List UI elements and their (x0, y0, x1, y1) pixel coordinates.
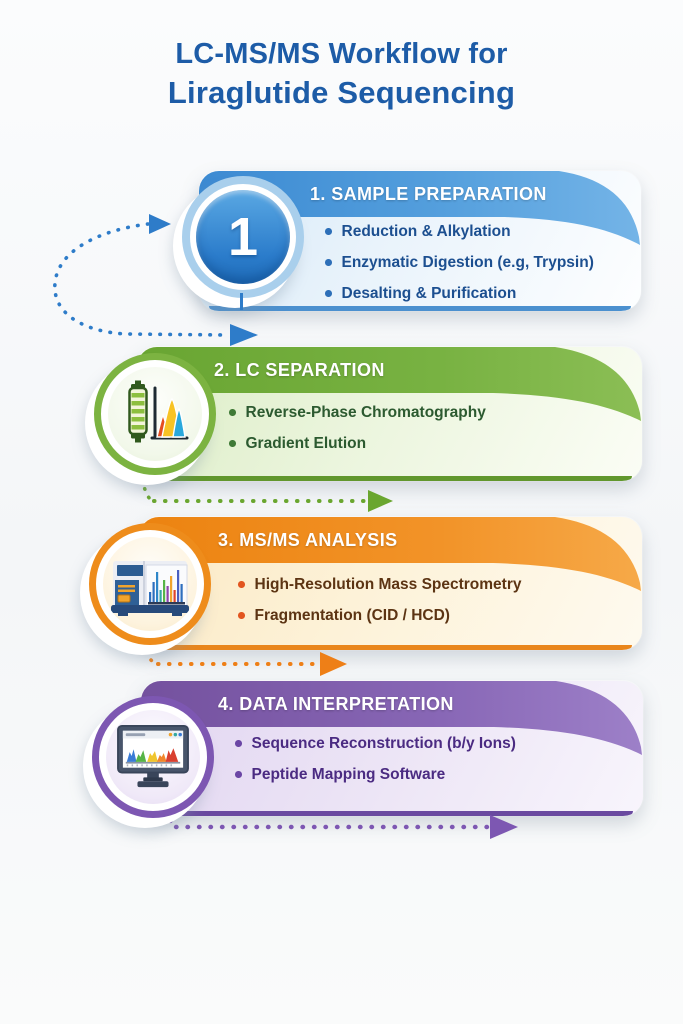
bullet-dot (235, 771, 242, 778)
bullet-dot (238, 581, 245, 588)
title-acronym: LC-MS/MS (175, 38, 321, 70)
step-icon-badge-monitor (92, 696, 214, 818)
title-line-1-rest: Workflow for (328, 38, 508, 70)
arrowhead-icon (368, 490, 393, 512)
bullet-dot (238, 612, 245, 619)
card-bottom-accent (151, 811, 633, 816)
step-header-msms-analysis: 3. MS/MS ANALYSIS (218, 529, 398, 550)
bullet-item: Peptide Mapping Software (235, 759, 516, 790)
bullet-dot (235, 740, 242, 747)
bullet-dot (325, 290, 332, 297)
bullet-dot (325, 228, 332, 235)
card-bottom-accent (209, 306, 631, 311)
number-1-badge: 1 (196, 190, 290, 284)
step-bullets: Sequence Reconstruction (b/y Ions) Pepti… (235, 728, 516, 790)
mass-spectrometer-icon (111, 561, 189, 616)
card-bottom-accent (149, 645, 632, 650)
bullet-item: High-Resolution Mass Spectrometry (238, 569, 522, 600)
step-card-msms-analysis: 3. MS/MS ANALYSIS High-Resolution Mass S… (139, 517, 642, 650)
step-number-badge: 1 (182, 176, 304, 298)
step-bullets: High-Resolution Mass Spectrometry Fragme… (238, 569, 522, 631)
bullet-item: Fragmentation (CID / HCD) (238, 600, 522, 631)
bullet-dot (229, 440, 236, 447)
step-number: 1 (227, 207, 259, 267)
bullet-item: Sequence Reconstruction (b/y Ions) (235, 728, 516, 759)
title-line-2: Liraglutide Sequencing (167, 75, 516, 111)
page-title: LC-MS/MS Workflow for Liraglutide Sequen… (0, 36, 683, 113)
bullet-item: Reduction & Alkylation (325, 216, 594, 247)
bullet-item: Reverse-Phase Chromatography (229, 397, 486, 428)
step-icon-badge-lc (94, 353, 216, 475)
step-bullets: Reverse-Phase Chromatography Gradient El… (229, 397, 486, 459)
card-bottom-accent (147, 476, 632, 481)
step-header-data-interpretation: 4. DATA INTERPRETATION (218, 693, 454, 714)
arrowhead-icon (149, 214, 171, 234)
arrowhead-icon (320, 652, 347, 676)
bullet-dot (325, 259, 332, 266)
step-card-data-interpretation: 4. DATA INTERPRETATION Sequence Reconstr… (141, 681, 643, 816)
bullet-item: Desalting & Purification (325, 278, 594, 309)
monitor-spectrum-icon (117, 724, 189, 788)
arrowhead-icon (490, 815, 518, 839)
step-bullets: Reduction & Alkylation Enzymatic Digesti… (325, 216, 594, 309)
lc-column-chromatogram-icon (128, 380, 189, 443)
step-icon-badge-ms (89, 523, 211, 645)
step-header-lc-separation: 2. LC SEPARATION (214, 359, 385, 380)
bullet-dot (229, 409, 236, 416)
bullet-item: Gradient Elution (229, 428, 486, 459)
arrowhead-icon (230, 324, 258, 346)
bullet-item: Enzymatic Digestion (e.g, Trypsin) (325, 247, 594, 278)
title-line-1: LC-MS/MS Workflow for (0, 36, 683, 73)
badge-connector-line (240, 293, 243, 310)
